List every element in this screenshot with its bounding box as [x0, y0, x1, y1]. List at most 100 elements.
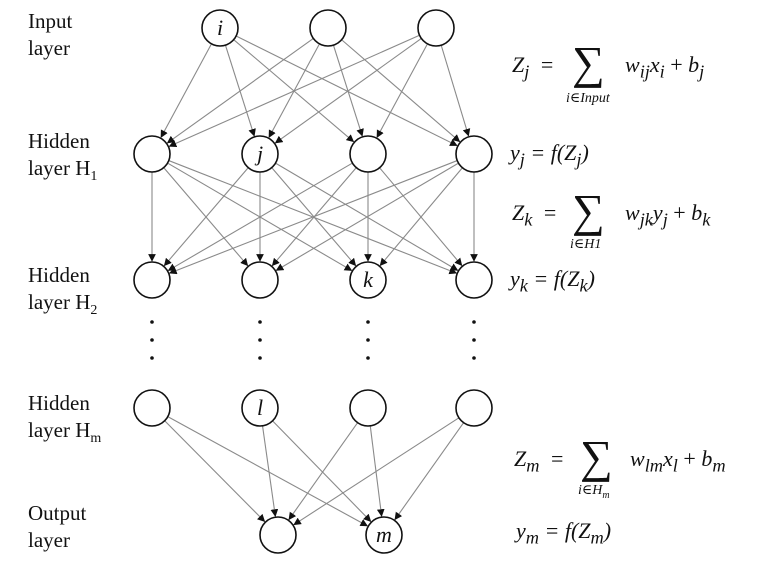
eq-b-sub: k [702, 209, 711, 230]
layer-label-line2: layer [28, 36, 70, 60]
layer-label-line1: Hidden [28, 129, 90, 153]
ellipsis-dot [150, 338, 154, 342]
layer-label-text: layer H [28, 418, 91, 442]
eq-b: b [691, 200, 703, 225]
ellipsis-dot [258, 338, 262, 342]
eq-b: b [701, 446, 713, 471]
eq-x: x [649, 52, 660, 77]
edge-l3-1-to-0 [261, 425, 279, 517]
eq-y-sub: k [519, 275, 528, 296]
eq-plus: + [670, 52, 683, 77]
eq-term-sub: lm [644, 455, 664, 476]
eq-under-zj: i∈Input [566, 91, 610, 106]
layer-label-line1: Input [28, 9, 73, 33]
equation-ym: ym = f(Zm) [516, 518, 611, 548]
eq-close: ) [587, 266, 595, 291]
edge-l0-0-to-0 [160, 43, 212, 138]
sum-symbol-zk: ∑ [572, 185, 605, 236]
ellipsis-dot [472, 320, 476, 324]
neuron-layer3-1 [241, 389, 279, 427]
edge-l3-3-to-0 [293, 417, 460, 526]
ellipsis-dots-group [150, 320, 476, 360]
edge-l0-0-to-3 [235, 35, 458, 147]
equation-zk-rhs: wjkyj + bk [625, 200, 710, 230]
layer-label-line1: Output [28, 501, 87, 525]
layer-label-hidden-2: Hidden layer H2 [28, 262, 97, 324]
neuron-layer4-1 [365, 516, 403, 554]
eq-x-sub: j [662, 209, 668, 230]
eq-term: w [630, 446, 645, 471]
layer-label-hidden-1: Hidden layer H1 [28, 128, 97, 190]
eq-under-zm: i∈Hm [578, 482, 610, 501]
eq-b: b [688, 52, 700, 77]
edge-l0-2-to-1 [274, 38, 422, 144]
eq-rhs: = f(Z [527, 266, 580, 291]
eq-rhs-sub: m [590, 527, 604, 548]
eq-b-sub: m [712, 455, 726, 476]
neuron-layer3-0 [133, 389, 171, 427]
neuron-label-i: i [217, 15, 223, 40]
eq-x: y [652, 200, 663, 225]
equation-yk: yk = f(Zk) [510, 266, 595, 296]
eq-plus: + [683, 446, 696, 471]
layer-label-output: Output layer [28, 500, 86, 554]
neuron-layer0-0 [201, 9, 239, 47]
eq-term-sub: ij [639, 61, 650, 82]
layer-label-sub: 1 [90, 169, 98, 185]
neuron-label-l: l [257, 395, 263, 420]
layer-label-sub: 2 [90, 303, 98, 319]
neuron-layer0-1 [309, 9, 347, 47]
eq-lhs-sub: m [526, 455, 540, 476]
eq-under-text: i∈H [578, 483, 603, 498]
eq-lhs-sub: j [524, 61, 530, 82]
equation-zk: Zk = [512, 200, 556, 230]
layer-label-sub: m [90, 431, 102, 447]
edge-l3-1-to-1 [272, 420, 372, 522]
neuron-layer1-1 [241, 135, 279, 173]
neuron-label-j: j [254, 141, 263, 166]
layer-label-input: Input layer [28, 8, 72, 62]
edges-group [148, 34, 478, 527]
neuron-layer1-3 [455, 135, 493, 173]
edge-l1-3-to-2 [379, 167, 463, 267]
eq-x: x [663, 446, 673, 471]
edge-l1-2-to-0 [167, 162, 353, 271]
ellipsis-dot [258, 356, 262, 360]
layer-label-text: layer H [28, 156, 91, 180]
edge-l0-2-to-2 [376, 43, 428, 138]
ellipsis-dot [366, 338, 370, 342]
eq-term: w [625, 200, 640, 225]
neuron-layer3-3 [455, 389, 493, 427]
ellipsis-dot [366, 356, 370, 360]
neuron-label-m: m [376, 522, 392, 547]
eq-y-sub: j [519, 149, 525, 170]
eq-op: = [540, 52, 554, 77]
eq-rhs: = f(Z [539, 518, 591, 543]
sum-symbol-zm: ∑ [580, 431, 613, 482]
eq-under-zk: i∈H1 [570, 237, 602, 252]
eq-plus: + [673, 200, 686, 225]
edge-l3-2-to-0 [288, 422, 359, 521]
equation-zm-rhs: wlmxl + bm [630, 446, 726, 476]
eq-op: = [543, 200, 557, 225]
neuron-layer0-2 [417, 9, 455, 47]
layer-label-text: layer H [28, 290, 91, 314]
eq-y: y [516, 518, 526, 543]
layer-label-line2: layer H1 [28, 155, 97, 190]
neuron-layer1-2 [349, 135, 387, 173]
layer-label-line2: layer [28, 528, 70, 552]
eq-y: y [510, 266, 520, 291]
layer-label-hidden-m: Hidden layer Hm [28, 390, 101, 452]
edge-l0-2-to-0 [168, 34, 420, 148]
edge-l3-0-to-1 [167, 416, 369, 527]
eq-y: y [510, 140, 520, 165]
edge-l0-2-to-3 [440, 45, 471, 137]
edge-l0-1-to-0 [166, 38, 314, 144]
eq-term: w [625, 52, 640, 77]
neuron-layer4-0 [259, 516, 297, 554]
neuron-layer2-2 [349, 261, 387, 299]
eq-x-sub: l [672, 455, 678, 476]
neuron-layer1-0 [133, 135, 171, 173]
